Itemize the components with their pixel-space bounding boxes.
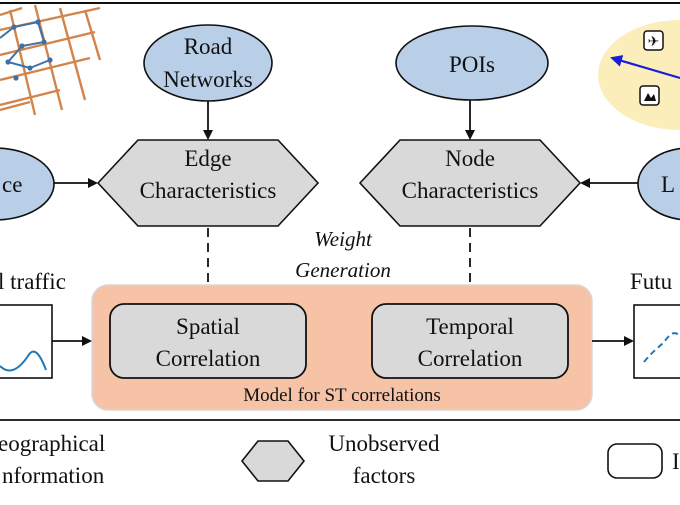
road-networks-line2: Networks	[163, 67, 252, 92]
node-characteristics-line2: Characteristics	[402, 178, 539, 203]
right-ellipse-label: L	[661, 172, 675, 197]
road-networks-line1: Road	[184, 34, 233, 59]
svg-text:✈: ✈	[648, 35, 660, 50]
legend-geographical-line1: eographical	[0, 431, 105, 456]
legend-rounded-box-icon	[607, 443, 663, 479]
edge-characteristics-line1: Edge	[184, 146, 231, 171]
left-ellipse	[0, 147, 55, 221]
legend-geographical-line2: nformation	[2, 463, 105, 488]
spatial-correlation-box	[109, 303, 307, 379]
temporal-correlation-line1: Temporal	[426, 314, 514, 339]
edge-characteristics-hexagon	[96, 139, 320, 227]
pois-ellipse	[395, 25, 549, 101]
edge-characteristics-line2: Characteristics	[140, 178, 277, 203]
pois-label: POIs	[449, 52, 495, 77]
left-section-title: l traffic	[0, 269, 66, 294]
legend-hexagon-icon	[240, 440, 306, 482]
left-ellipse-label: ce	[2, 172, 22, 197]
future-traffic-series	[643, 332, 680, 363]
airplane-icon	[643, 30, 664, 51]
spatial-correlation-line1: Spatial	[176, 314, 240, 339]
road-network-map-image	[0, 4, 102, 116]
temporal-correlation-box	[371, 303, 569, 379]
legend-unobserved-line2: factors	[353, 463, 416, 488]
right-section-title: Futu	[630, 269, 673, 294]
temporal-correlation-line2: Correlation	[418, 346, 523, 371]
blue-arrow	[610, 55, 680, 80]
weight-generation-line2: Generation	[295, 258, 391, 282]
weight-generation-line1: Weight	[314, 227, 373, 251]
legend-unobserved-line1: Unobserved	[328, 431, 440, 456]
right-ellipse	[637, 147, 680, 221]
poi-map-image: ✈	[598, 20, 680, 130]
node-characteristics-line1: Node	[445, 146, 495, 171]
historical-traffic-series	[0, 350, 47, 372]
legend-box-label: I	[672, 449, 680, 474]
spatial-correlation-line2: Correlation	[156, 346, 261, 371]
model-label: Model for ST correlations	[243, 385, 441, 406]
future-traffic-panel	[633, 304, 680, 379]
